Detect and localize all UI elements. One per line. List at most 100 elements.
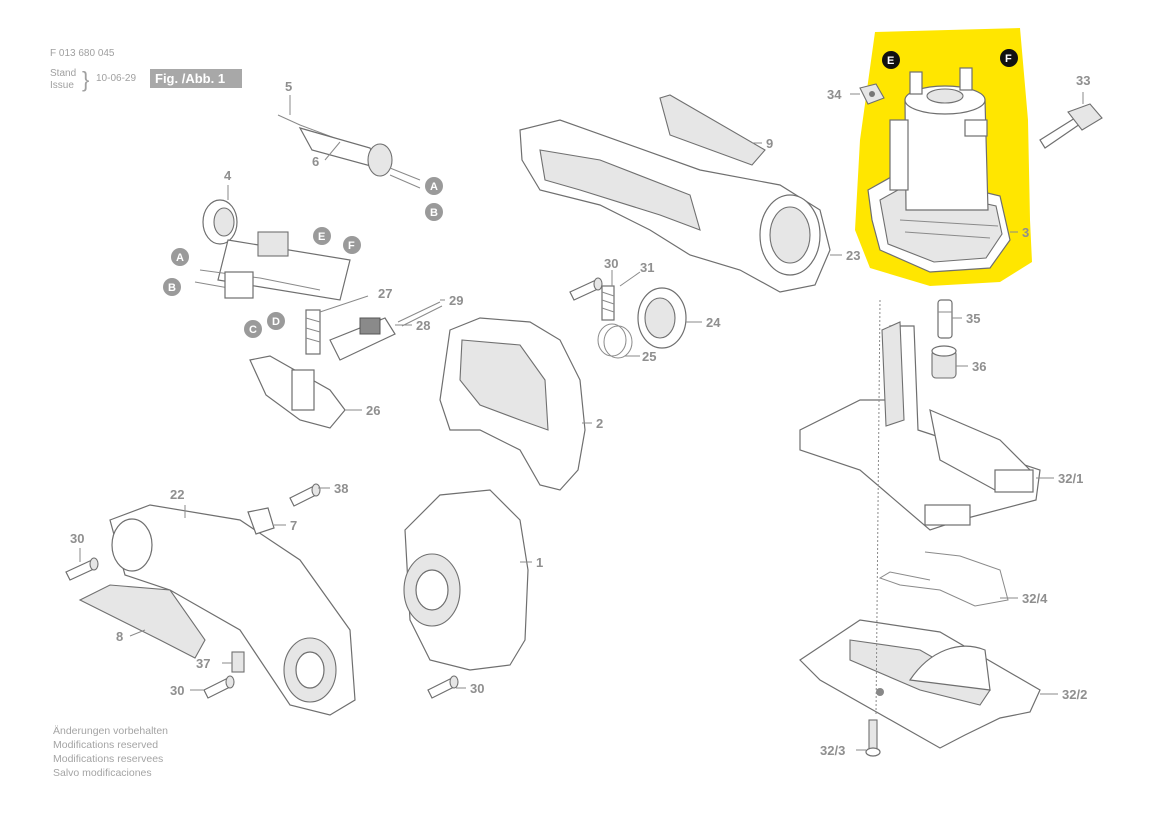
footer-note: Änderungen vorbehalten Modifications res… <box>53 725 168 779</box>
callout-24: 24 <box>706 315 721 330</box>
callout-23: 23 <box>846 248 860 263</box>
callout-37: 37 <box>196 656 210 671</box>
callout-7: 7 <box>290 518 297 533</box>
connector-F-motor: F <box>1000 49 1018 67</box>
part-28-slider <box>329 317 396 361</box>
part-37-clip <box>231 651 245 673</box>
callout-28: 28 <box>416 318 430 333</box>
svg-text:E: E <box>887 55 894 67</box>
part-33-plug <box>1039 103 1103 149</box>
footer-line-2: Modifications reserved <box>53 739 158 751</box>
svg-text:F: F <box>348 240 355 252</box>
callout-33: 33 <box>1076 73 1090 88</box>
part-motor <box>867 67 1011 273</box>
connector-E-motor: E <box>882 51 900 69</box>
figure-label: Fig. /Abb. 1 <box>155 71 225 86</box>
part-32-1-base <box>799 321 1041 531</box>
callout-32-1: 32/1 <box>1058 471 1083 486</box>
part-24-ring <box>637 287 687 349</box>
header-block: F 013 680 045 Stand Issue } 10-06-29 Fig… <box>50 48 242 92</box>
callout-32-3: 32/3 <box>820 743 845 758</box>
part-32-2-baseplate <box>799 619 1041 749</box>
callout-1: 1 <box>536 555 543 570</box>
callout-8: 8 <box>116 629 123 644</box>
callout-36: 36 <box>972 359 986 374</box>
callout-5: 5 <box>285 79 292 94</box>
footer-line-4: Salvo modificaciones <box>53 767 152 779</box>
part-2-handle <box>439 317 586 491</box>
svg-text:B: B <box>430 207 438 219</box>
assembly-axis-line <box>875 299 881 717</box>
callout-32-4: 32/4 <box>1022 591 1048 606</box>
connector-C: C <box>244 320 262 338</box>
callout-35: 35 <box>966 311 980 326</box>
connector-F-grey: F <box>343 236 361 254</box>
part-9-cover <box>659 94 766 166</box>
callout-29: 29 <box>449 293 463 308</box>
callout-2: 2 <box>596 416 603 431</box>
part-1-front-housing <box>403 489 529 671</box>
connector-A-right: A <box>425 177 443 195</box>
callout-30-upper: 30 <box>604 256 618 271</box>
svg-text:F: F <box>1005 53 1012 65</box>
connector-B-right: B <box>425 203 443 221</box>
callout-4: 4 <box>224 168 232 183</box>
part-30-screw-upper <box>569 277 603 301</box>
part-22-handle-half <box>109 504 356 716</box>
part-31-spring <box>601 285 615 321</box>
stand-label: Stand <box>50 68 76 79</box>
brace-glyph: } <box>82 67 89 92</box>
footer-line-3: Modifications reservees <box>53 753 163 765</box>
callout-labels: 5 6 4 9 23 24 25 2 30 31 26 28 29 27 3 3… <box>70 73 1090 758</box>
part-6-cable-sleeve <box>298 127 421 189</box>
part-34-plate <box>859 83 885 105</box>
part-25-spring <box>597 323 633 359</box>
issue-date: 10-06-29 <box>96 73 136 84</box>
part-32-4-spring <box>878 551 1009 607</box>
svg-text:E: E <box>318 231 325 243</box>
part-38-screw <box>289 483 321 507</box>
part-7-clip <box>247 507 275 535</box>
part-30-screw-left <box>65 557 99 581</box>
footer-line-1: Änderungen vorbehalten <box>53 725 168 737</box>
svg-text:A: A <box>176 252 184 264</box>
part-35-pin <box>937 299 953 339</box>
callout-30-bottom-mid: 30 <box>470 681 484 696</box>
callout-38: 38 <box>334 481 348 496</box>
part-8-cover <box>78 584 206 659</box>
callout-30-bottom-left: 30 <box>170 683 184 698</box>
part-29-pin <box>397 301 443 327</box>
callout-34: 34 <box>827 87 842 102</box>
part-32-3-screw <box>865 719 881 757</box>
callout-32-2: 32/2 <box>1062 687 1087 702</box>
svg-text:C: C <box>249 324 257 336</box>
part-36-bushing <box>931 345 957 379</box>
part-23-housing <box>519 119 831 293</box>
connector-A-left: A <box>171 248 189 266</box>
svg-text:B: B <box>168 282 176 294</box>
figure-badge <box>150 69 242 88</box>
callout-27: 27 <box>378 286 392 301</box>
part-27-spring <box>305 309 321 355</box>
issue-label: Issue <box>50 80 74 91</box>
part-number: F 013 680 045 <box>50 48 115 59</box>
callout-22: 22 <box>170 487 184 502</box>
part-30-screw-bottom-left <box>203 675 235 699</box>
connector-B-left: B <box>163 278 181 296</box>
callout-30-left: 30 <box>70 531 84 546</box>
svg-text:D: D <box>272 316 280 328</box>
callout-31: 31 <box>640 260 654 275</box>
callout-25: 25 <box>642 349 656 364</box>
part-26-trigger <box>249 355 346 429</box>
callout-9: 9 <box>766 136 773 151</box>
callout-6: 6 <box>312 154 319 169</box>
connector-E-grey: E <box>313 227 331 245</box>
callout-3: 3 <box>1022 225 1029 240</box>
leader-lines <box>79 92 1084 751</box>
connector-D: D <box>267 312 285 330</box>
part-30-screw-bottom-mid <box>427 675 459 699</box>
svg-text:A: A <box>430 181 438 193</box>
callout-26: 26 <box>366 403 380 418</box>
part-4-switch <box>194 199 351 301</box>
